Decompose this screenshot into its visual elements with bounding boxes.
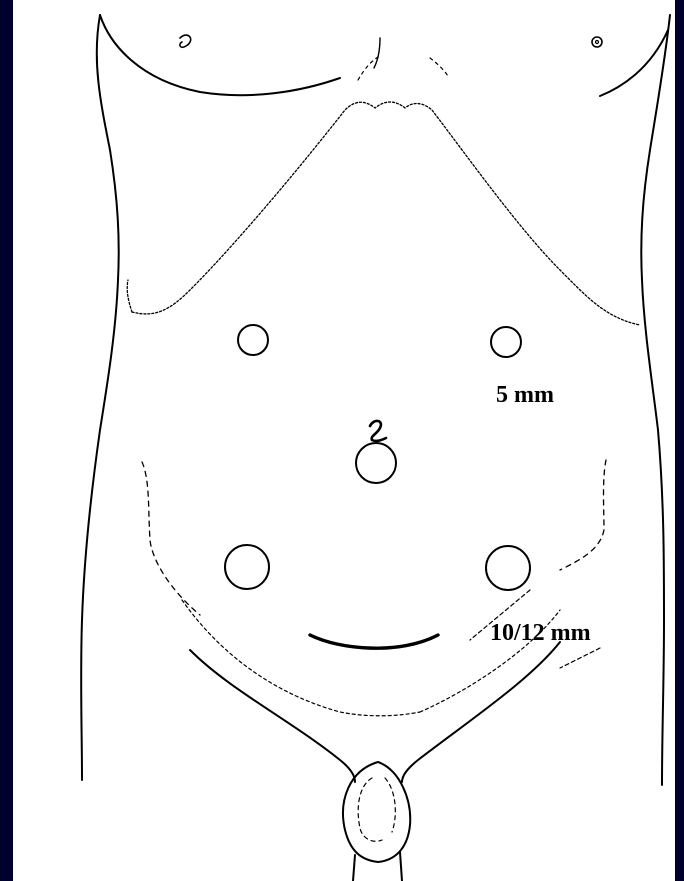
suprapubic-curve bbox=[310, 635, 438, 648]
left-torso-outline bbox=[81, 15, 119, 780]
right-groin-line bbox=[402, 642, 560, 782]
port-left-lower bbox=[225, 545, 269, 589]
left-iliac-crest bbox=[142, 462, 200, 615]
left-nipple bbox=[180, 35, 191, 47]
right-iliac-crest bbox=[560, 460, 606, 570]
left-inguinal-line bbox=[182, 600, 420, 716]
port-umbilical bbox=[356, 443, 396, 483]
umbilicus-mark bbox=[370, 421, 386, 441]
port-left-upper bbox=[238, 325, 268, 355]
right-pectoral bbox=[600, 30, 668, 96]
port-right-lower bbox=[486, 546, 530, 590]
small-port-label: 5 mm bbox=[496, 382, 554, 408]
right-nipple bbox=[592, 37, 602, 47]
port-right-upper bbox=[491, 327, 521, 357]
sternum-line bbox=[374, 38, 380, 68]
left-pectoral bbox=[100, 15, 340, 95]
large-port-label: 10/12 mm bbox=[490, 620, 591, 646]
left-groin-line bbox=[190, 650, 355, 782]
right-torso-outline bbox=[641, 15, 670, 785]
costal-margin bbox=[132, 102, 640, 325]
